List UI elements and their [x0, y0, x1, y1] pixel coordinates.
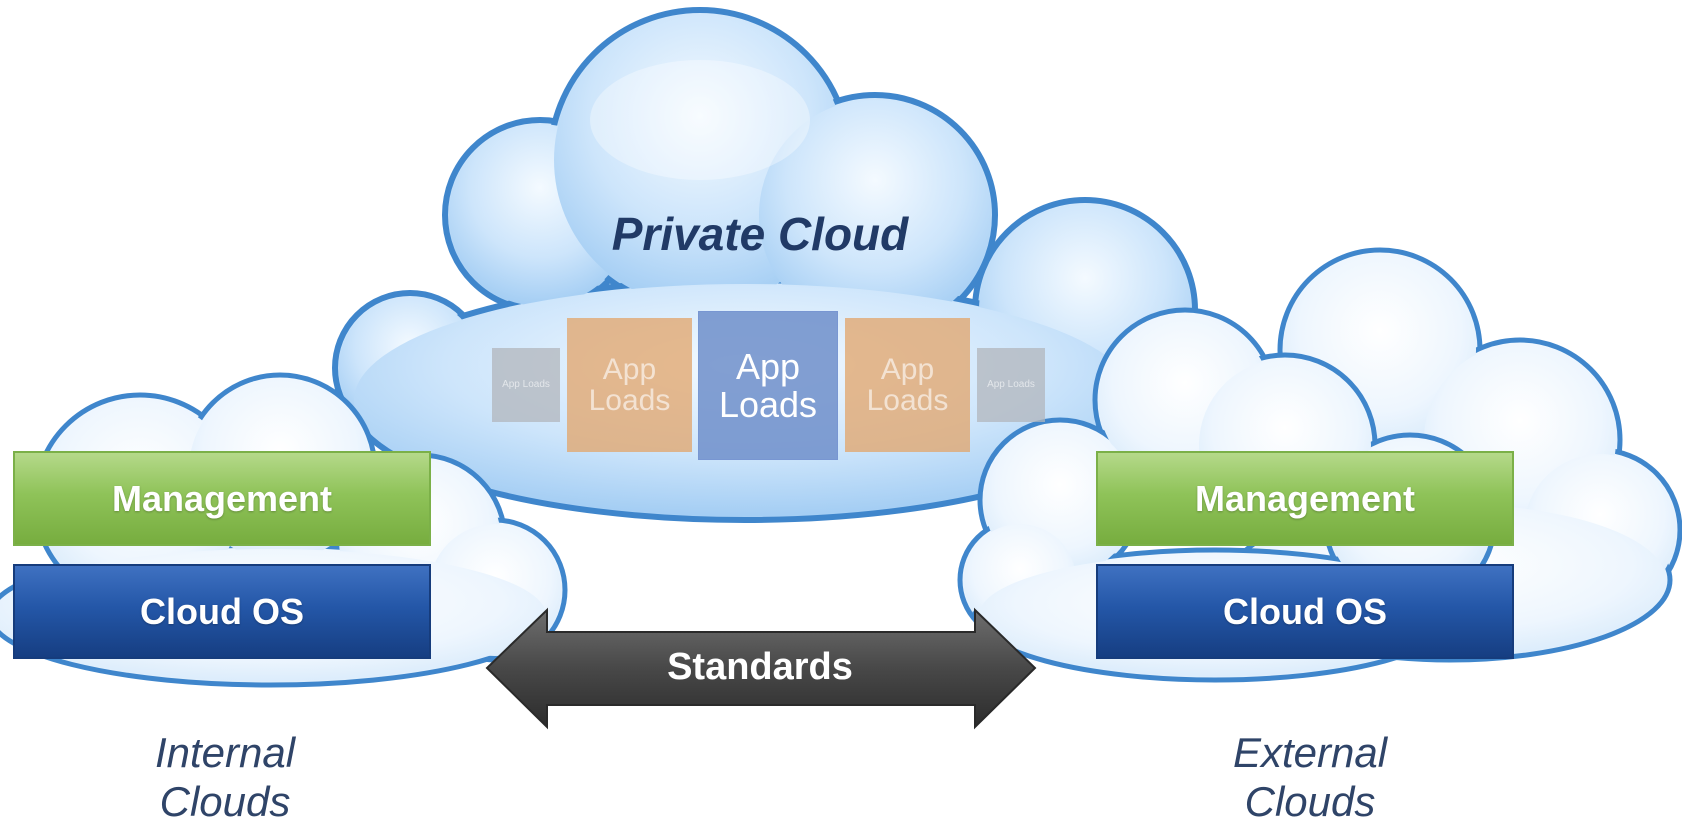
standards-label: Standards [667, 646, 853, 688]
app-loads-box-large-center: App Loads [698, 311, 838, 460]
app-loads-box-tiny-right: App Loads [977, 348, 1045, 422]
external-management-bar: Management [1096, 451, 1514, 546]
internal-management-bar: Management [13, 451, 431, 546]
app-loads-box-tiny-left: App Loads [492, 348, 560, 422]
internal-cloud-os-bar: Cloud OS [13, 564, 431, 659]
app-loads-box-medium-left: App Loads [567, 318, 692, 452]
internal-clouds-caption: Internal Clouds [154, 729, 296, 825]
private-cloud-title: Private Cloud [611, 208, 909, 260]
standards-arrow [485, 607, 1037, 730]
app-loads-box-medium-right: App Loads [845, 318, 970, 452]
external-cloud-os-bar: Cloud OS [1096, 564, 1514, 659]
external-clouds-caption: External Clouds [1232, 729, 1388, 825]
